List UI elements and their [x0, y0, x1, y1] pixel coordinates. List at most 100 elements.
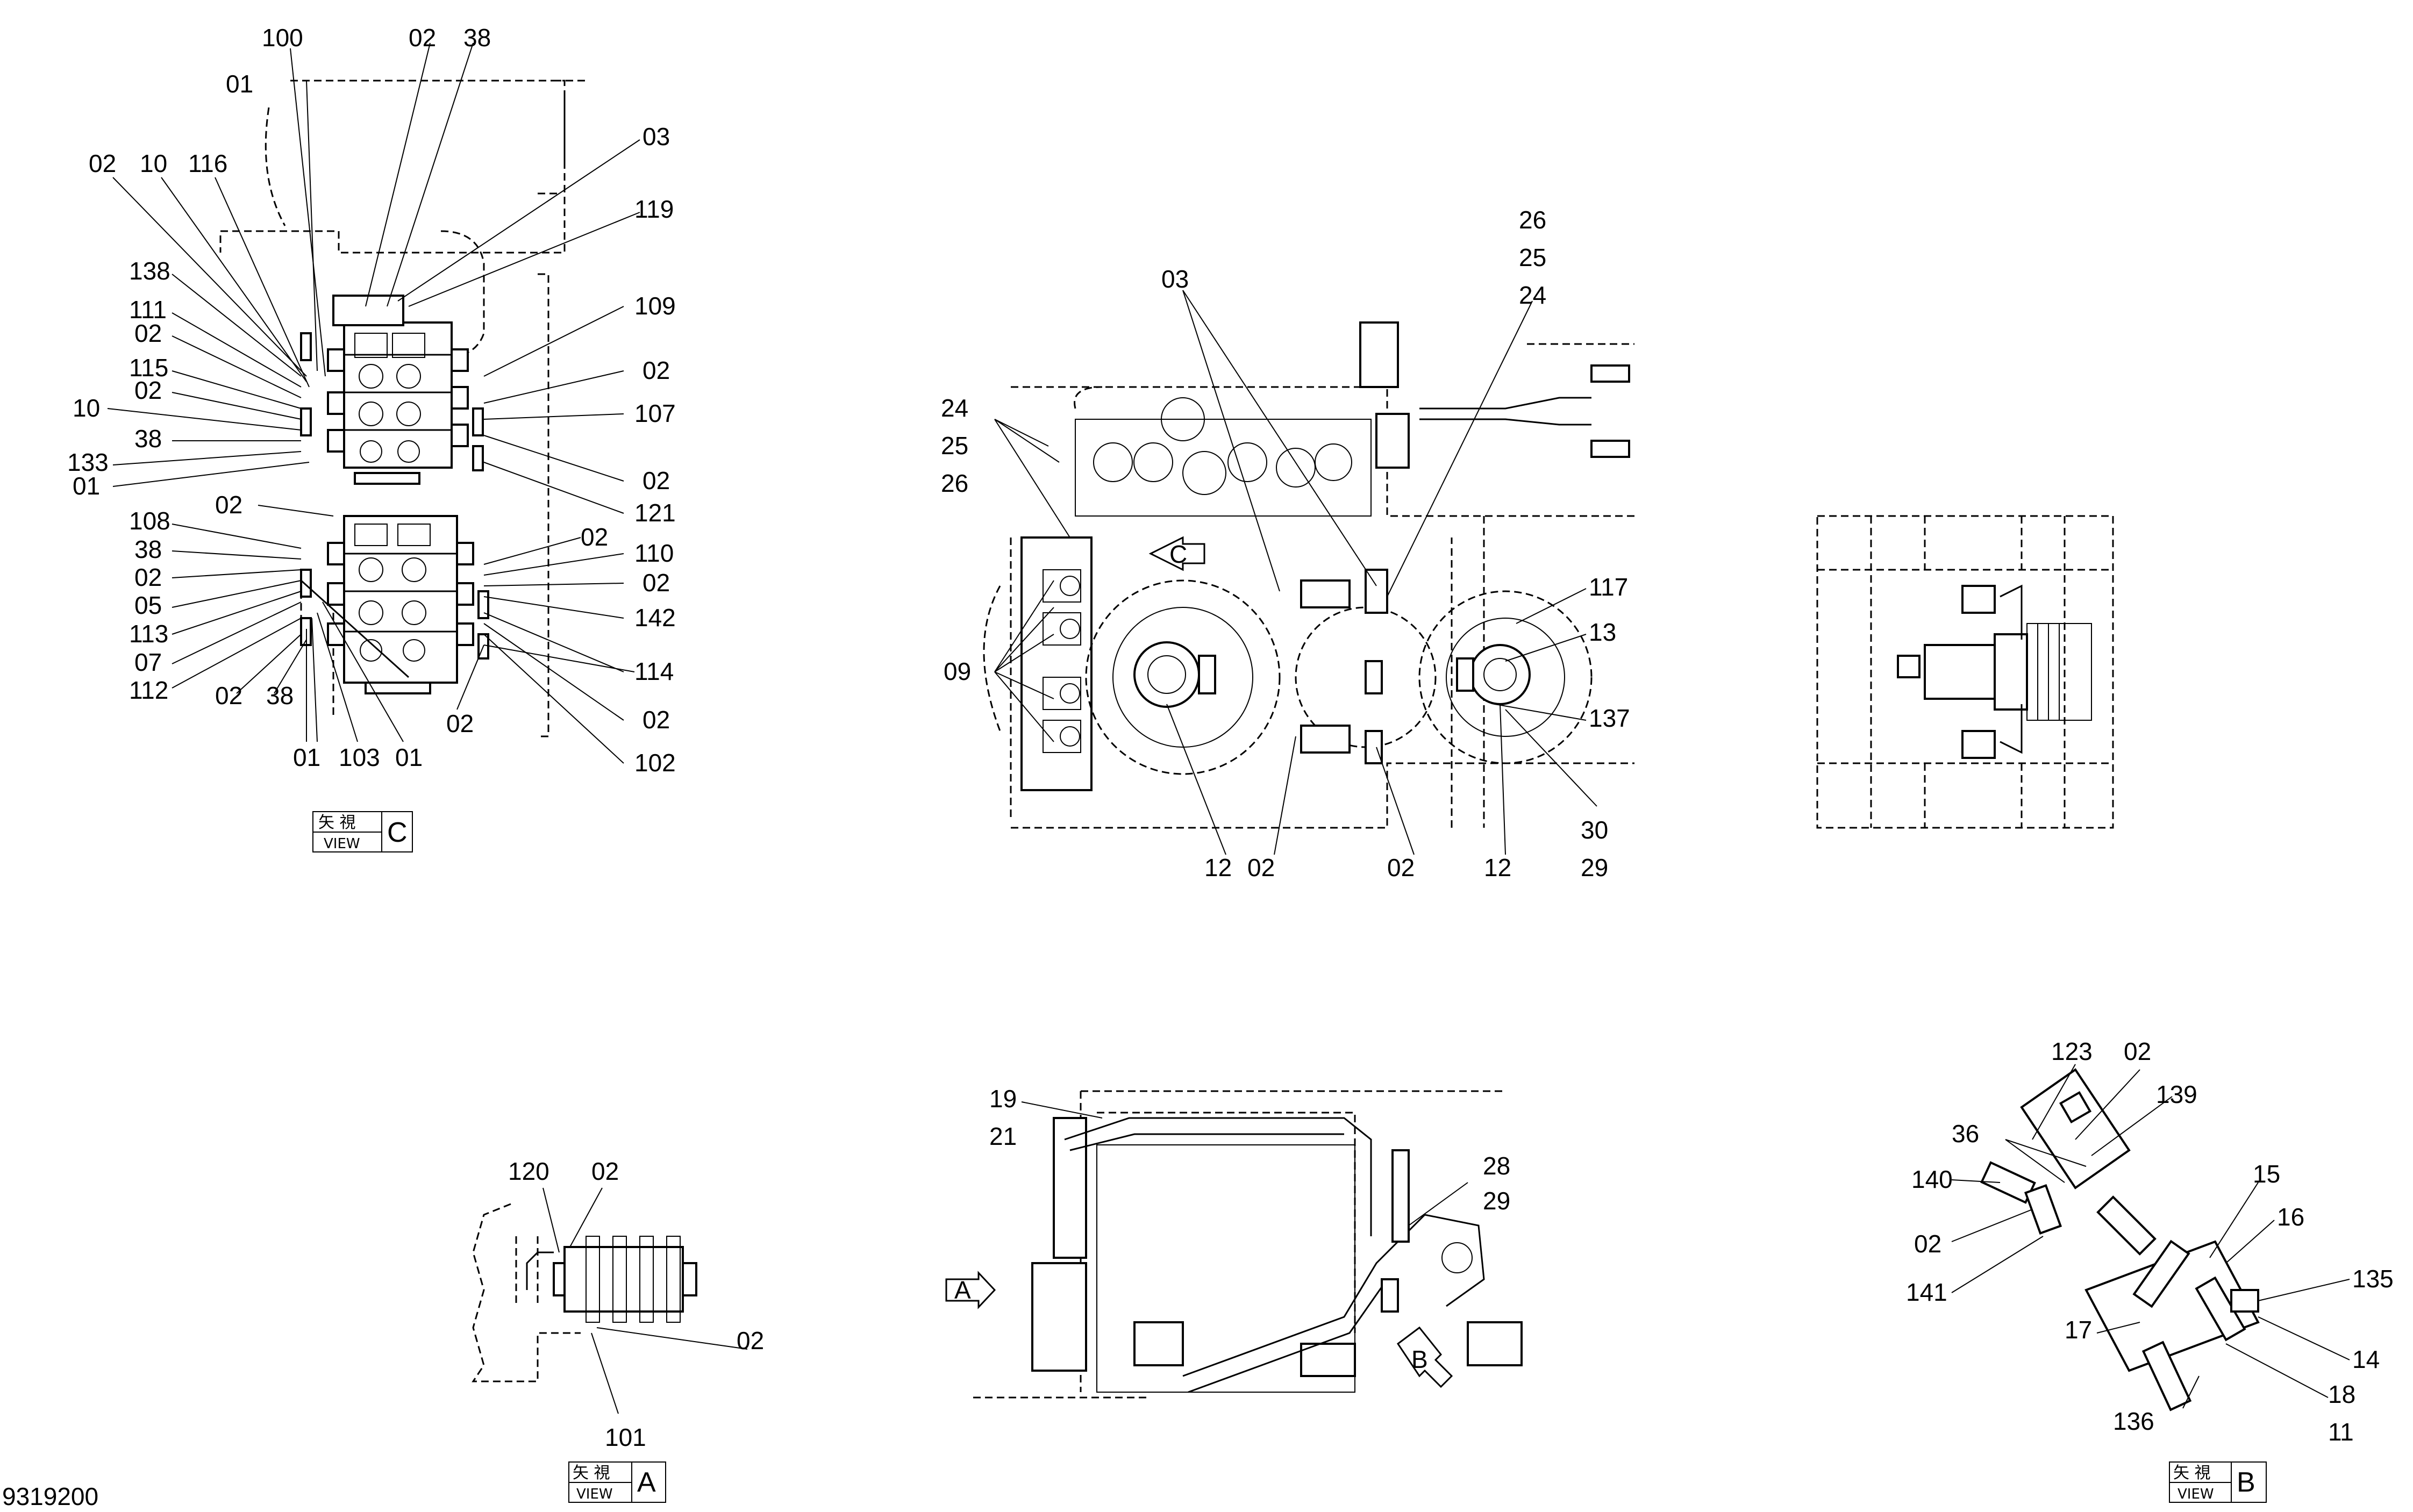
callout: 02 [581, 523, 608, 551]
callout: 133 [67, 448, 109, 476]
right-frame-assembly [1816, 515, 2114, 829]
main-bottom-assembly [945, 1090, 1523, 1399]
callout: 05 [134, 591, 162, 619]
callout: 38 [134, 535, 162, 563]
callout: 28 [1483, 1152, 1510, 1180]
callout: 15 [2253, 1160, 2280, 1188]
callout: 36 [1952, 1120, 1979, 1148]
callout: 02 [446, 710, 474, 737]
callout: 02 [591, 1157, 619, 1185]
callout: 25 [941, 432, 968, 460]
callout: 02 [134, 319, 162, 347]
callout: 26 [941, 469, 968, 497]
callout: 02 [134, 376, 162, 404]
svg-text:A: A [954, 1276, 971, 1304]
callout: 113 [129, 620, 168, 648]
callout: 02 [642, 467, 670, 495]
callout: 01 [293, 743, 320, 771]
svg-text:VIEW: VIEW [324, 836, 360, 852]
callout: 03 [1161, 265, 1189, 293]
callout: 01 [395, 743, 423, 771]
view-b-callouts: 123 02 139 36 140 02 141 15 16 135 17 14… [1906, 1037, 2394, 1446]
callout: 07 [134, 648, 162, 676]
callout: 108 [129, 507, 170, 535]
callout: 09 [944, 657, 971, 685]
view-b-assembly [1951, 1064, 2350, 1411]
callout: 10 [73, 394, 100, 422]
callout: 24 [941, 394, 968, 422]
callout: 11 [2328, 1418, 2354, 1446]
view-a-assembly [472, 1187, 748, 1414]
callout: 02 [737, 1327, 764, 1355]
view-c-label: 矢 視 VIEW C [312, 811, 413, 852]
svg-text:VIEW: VIEW [2178, 1486, 2214, 1502]
view-a-label: 矢 視 VIEW A [568, 1461, 666, 1503]
svg-text:矢 視: 矢 視 [318, 813, 356, 832]
callout: 38 [266, 682, 294, 710]
callout: 02 [642, 706, 670, 734]
callout: 103 [339, 743, 380, 771]
callout: 142 [634, 604, 676, 632]
callout: 14 [2352, 1345, 2380, 1373]
callout: 29 [1581, 854, 1608, 882]
view-c-assembly [107, 42, 640, 764]
callout: 02 [215, 491, 242, 519]
svg-text:C: C [1169, 540, 1187, 568]
callout: 02 [215, 682, 242, 710]
callout: 38 [463, 24, 491, 52]
callout: 100 [262, 24, 303, 52]
callout: 123 [2051, 1037, 2093, 1065]
callout: 121 [634, 499, 676, 527]
callout: 02 [642, 569, 670, 597]
callout: 25 [1519, 243, 1546, 271]
callout: 19 [989, 1085, 1017, 1113]
callout: 136 [2113, 1407, 2154, 1435]
callout: 114 [634, 657, 674, 685]
view-b-label: 矢 視 VIEW B [2169, 1461, 2267, 1503]
view-arrow-c: C [1169, 540, 1187, 568]
callout: 116 [188, 149, 227, 177]
callout: 01 [73, 472, 100, 500]
callout: 02 [1914, 1230, 1941, 1258]
callout: 24 [1519, 281, 1546, 309]
callout: 02 [134, 563, 162, 591]
callout: 107 [634, 399, 676, 427]
main-bottom-callouts: 19 21 28 29 [989, 1085, 1510, 1215]
callout: 119 [634, 195, 674, 223]
callout: 18 [2328, 1380, 2355, 1408]
callout: 38 [134, 425, 162, 453]
callout: 139 [2156, 1080, 2197, 1108]
drawing-number: 9319200 [2, 1482, 98, 1510]
callout: 140 [1911, 1165, 1953, 1193]
svg-text:VIEW: VIEW [576, 1486, 613, 1502]
callout: 02 [1387, 854, 1415, 882]
svg-text:C: C [387, 817, 408, 848]
callout: 120 [508, 1157, 549, 1185]
svg-text:A: A [637, 1467, 656, 1498]
callout: 110 [634, 539, 674, 567]
callout: 135 [2352, 1265, 2394, 1293]
callout: 01 [226, 70, 253, 98]
view-arrows-ab: A B [954, 1276, 1428, 1373]
callout: 29 [1483, 1187, 1510, 1215]
svg-text:B: B [1411, 1345, 1428, 1373]
callout: 115 [129, 354, 168, 382]
callout: 138 [129, 257, 170, 285]
callout: 02 [89, 149, 116, 177]
callout: 21 [989, 1122, 1017, 1150]
callout: 109 [634, 292, 676, 320]
callout: 137 [1589, 704, 1630, 732]
callout: 101 [605, 1423, 646, 1451]
main-top-callouts: 03 26 25 24 24 25 26 09 117 13 137 12 02… [941, 206, 1630, 882]
view-c-callouts: 100 02 38 01 02 10 116 138 111 02 115 02… [67, 24, 676, 777]
callout: 30 [1581, 816, 1608, 844]
callout: 16 [2277, 1203, 2304, 1231]
callout: 112 [129, 676, 168, 704]
callout: 17 [2065, 1316, 2092, 1344]
callout: 02 [409, 24, 436, 52]
callout: 13 [1589, 618, 1616, 646]
svg-text:矢 視: 矢 視 [573, 1464, 610, 1482]
callout: 03 [642, 123, 670, 151]
svg-text:B: B [2237, 1467, 2255, 1498]
callout: 111 [129, 296, 167, 324]
